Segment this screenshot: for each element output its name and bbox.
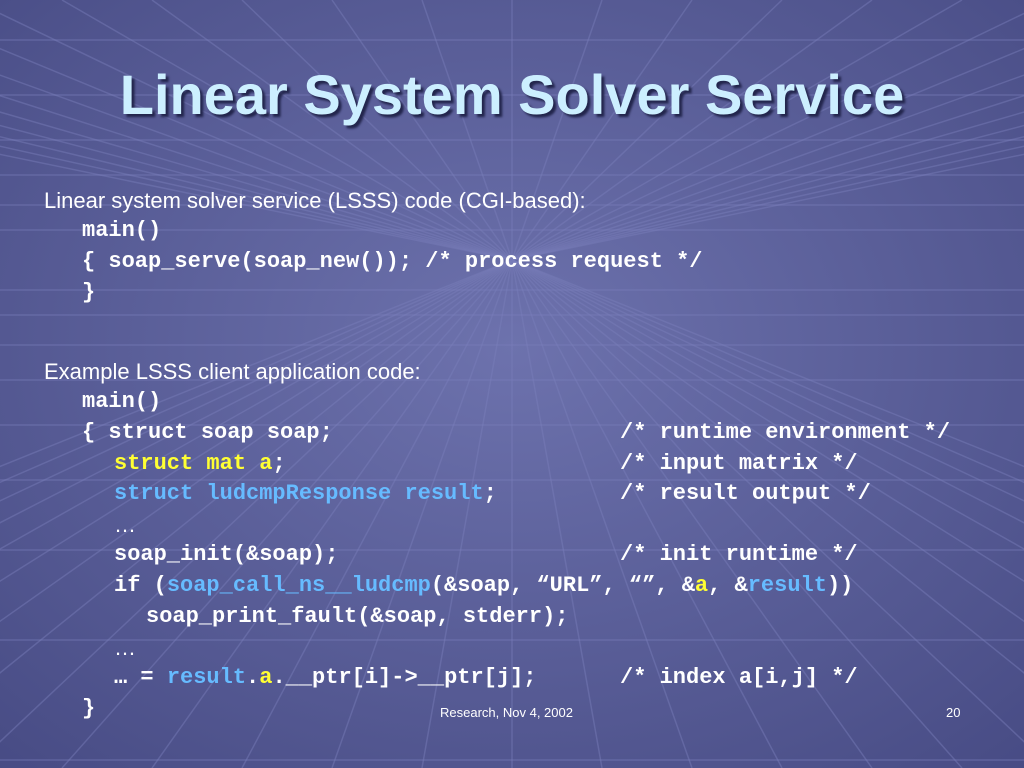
code-text: . — [246, 665, 260, 690]
highlight-a: a — [694, 573, 709, 598]
highlight-a: a — [259, 665, 273, 690]
footer-text: Research, Nov 4, 2002 — [440, 705, 573, 720]
code-comment: /* runtime environment */ — [620, 420, 951, 445]
section1-heading: Linear system solver service (LSSS) code… — [44, 188, 586, 213]
code-comment: /* input matrix */ — [620, 451, 858, 476]
code-text: ; — [272, 451, 286, 476]
code-text: )) — [826, 573, 854, 598]
highlight-struct-mat: struct mat a — [114, 451, 273, 476]
code-line: } — [82, 696, 96, 721]
code-line: soap_init(&soap); — [114, 542, 339, 567]
code-line: main() — [82, 218, 162, 243]
highlight-result: result — [166, 665, 247, 690]
code-comment: /* index a[i,j] */ — [620, 665, 858, 690]
code-line: if (soap_call_ns__ludcmp(&soap, “URL”, “… — [114, 573, 853, 599]
slide-title: Linear System Solver Service — [119, 63, 905, 126]
code-comment: /* init runtime */ — [620, 542, 858, 567]
code-line: main() — [82, 389, 162, 414]
ellipsis: … — [114, 512, 136, 537]
code-text: , & — [708, 573, 748, 598]
code-text: ; — [483, 481, 497, 506]
code-line: { struct soap soap; — [82, 420, 333, 445]
code-line: struct ludcmpResponse result; — [114, 481, 497, 507]
highlight-result: result — [747, 573, 827, 598]
code-line: … = result.a.__ptr[i]->__ptr[j]; — [114, 665, 536, 691]
code-line: struct mat a; — [114, 451, 286, 477]
ellipsis: … — [114, 635, 136, 660]
code-text: .__ptr[i]->__ptr[j]; — [272, 665, 537, 690]
highlight-struct-result: struct ludcmpResponse result — [114, 481, 484, 506]
highlight-call: soap_call_ns__ludcmp — [166, 573, 431, 598]
code-text: (&soap, “URL”, “”, & — [430, 573, 695, 598]
code-line: } — [82, 280, 96, 305]
code-line: soap_print_fault(&soap, stderr); — [146, 604, 569, 629]
page-number: 20 — [946, 705, 961, 720]
code-text: … = — [114, 665, 167, 690]
code-text: if ( — [114, 573, 167, 598]
code-line: { soap_serve(soap_new()); /* process req… — [82, 249, 703, 274]
section2-heading: Example LSSS client application code: — [44, 359, 421, 384]
code-comment: /* result output */ — [620, 481, 871, 506]
